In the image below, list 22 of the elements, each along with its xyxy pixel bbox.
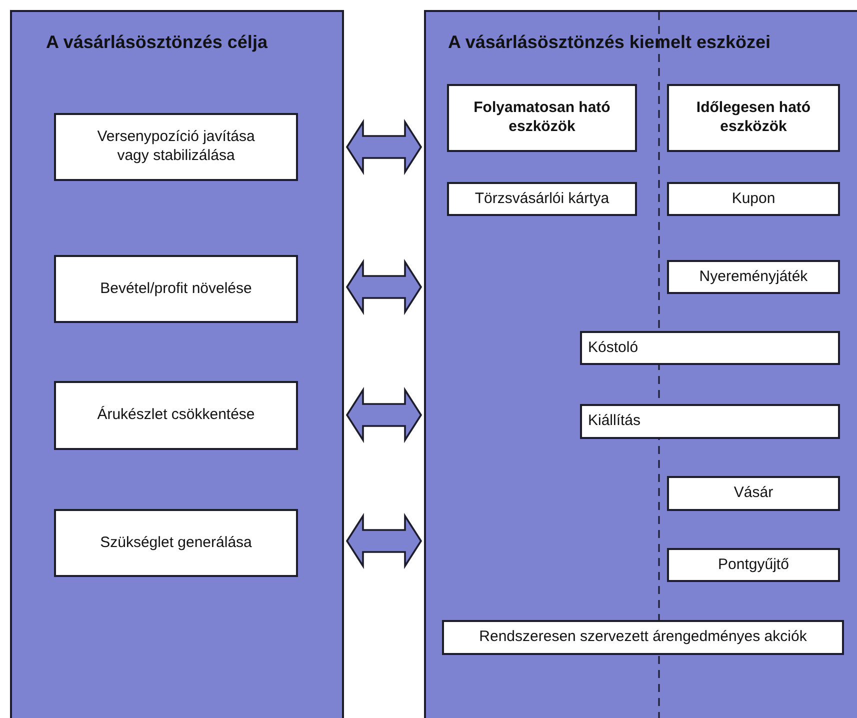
goal-box: Árukészlet csökkentése — [54, 381, 298, 450]
goal-box: Versenypozíció javítása vagy stabilizálása — [54, 113, 298, 181]
goal-box: Szükséglet generálása — [54, 509, 298, 577]
column-header-box: Folyamatosan ható eszközök — [447, 84, 637, 152]
panel-background — [10, 10, 344, 718]
tool-box: Kóstoló — [580, 331, 840, 365]
tool-box: Pontgyűjtő — [667, 548, 840, 582]
tool-box: Kupon — [667, 182, 840, 216]
double-arrow — [346, 118, 422, 176]
column-header-box: Időlegesen ható eszközök — [667, 84, 840, 152]
tool-box: Kiállítás — [580, 404, 840, 439]
panel-title: A vásárlásösztönzés célja — [46, 32, 268, 53]
double-arrow — [346, 258, 422, 316]
tool-box: Rendszeresen szervezett árengedményes akciók — [442, 620, 844, 655]
panel-background — [424, 10, 857, 718]
tool-box: Törzsvásárlói kártya — [447, 182, 637, 216]
panel-title: A vásárlásösztönzés kiemelt eszközei — [448, 32, 770, 53]
tool-box: Nyereményjáték — [667, 260, 840, 294]
double-arrow — [346, 512, 422, 570]
double-arrow — [346, 386, 422, 444]
goal-box: Bevétel/profit növelése — [54, 255, 298, 323]
tool-box: Vásár — [667, 476, 840, 511]
